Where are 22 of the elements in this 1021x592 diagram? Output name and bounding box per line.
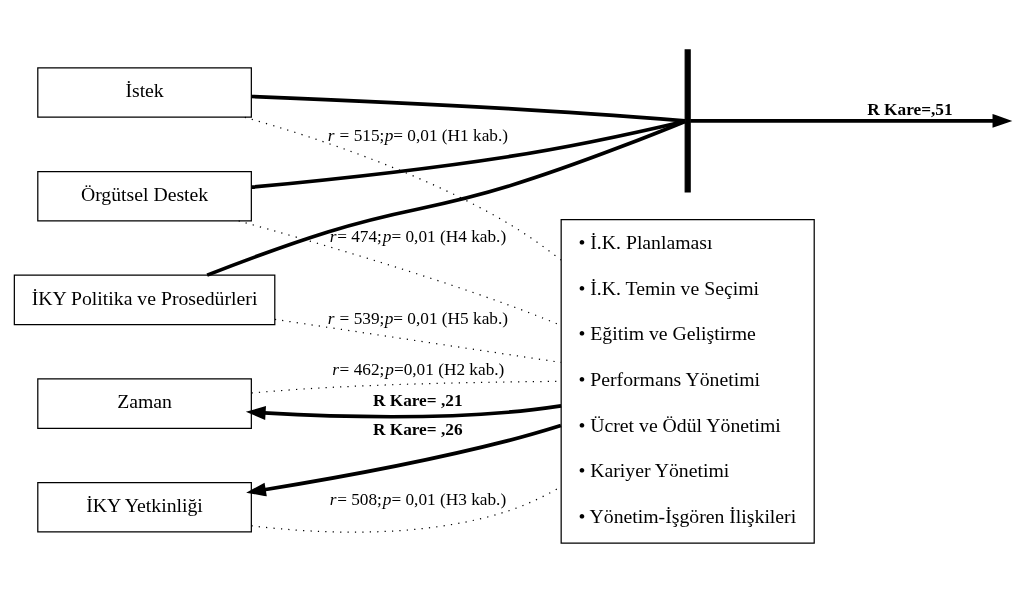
connector [206,119,686,277]
arrow [689,113,1012,128]
edge-label: r= 462;p=0,01 (H2 kab.) [331,359,504,379]
arrow [245,423,561,496]
node-box: İKY Yetkinliği [36,481,252,533]
connector [273,318,562,363]
connector [243,116,561,261]
node-box: Zaman [36,377,252,429]
edge-label: r= 474;p= 0,01 (H4 kab.) [329,226,506,246]
node-bar [684,48,691,192]
edge-label: R Kare=,51 [866,99,953,119]
connector [251,94,685,123]
edge-label: r= 508;p= 0,01 (H3 kab.) [329,489,506,509]
edge-label: r = 539;p= 0,01 (H5 kab.) [327,308,508,328]
node-box: İstek [36,66,252,118]
edge-label: R Kare= ,21 [372,390,463,410]
edge-label: r = 515;p= 0,01 (H1 kab.) [327,125,508,145]
node-box: İKY Politika ve Prosedürleri [13,274,275,325]
node-box: Örgütsel Destek [36,170,252,221]
node-box: • İ.K. Planlaması • İ.K. Temin ve Seçimi • Eğitim ve Geliştirme • Performans Yönetimi • Ücret ve Ödül Yönetimi • Kariyer Yönetimi • Yönetim-İşgören İlişkileri [560,218,815,544]
edge-label: R Kare= ,26 [372,419,463,439]
arrow [245,403,561,420]
